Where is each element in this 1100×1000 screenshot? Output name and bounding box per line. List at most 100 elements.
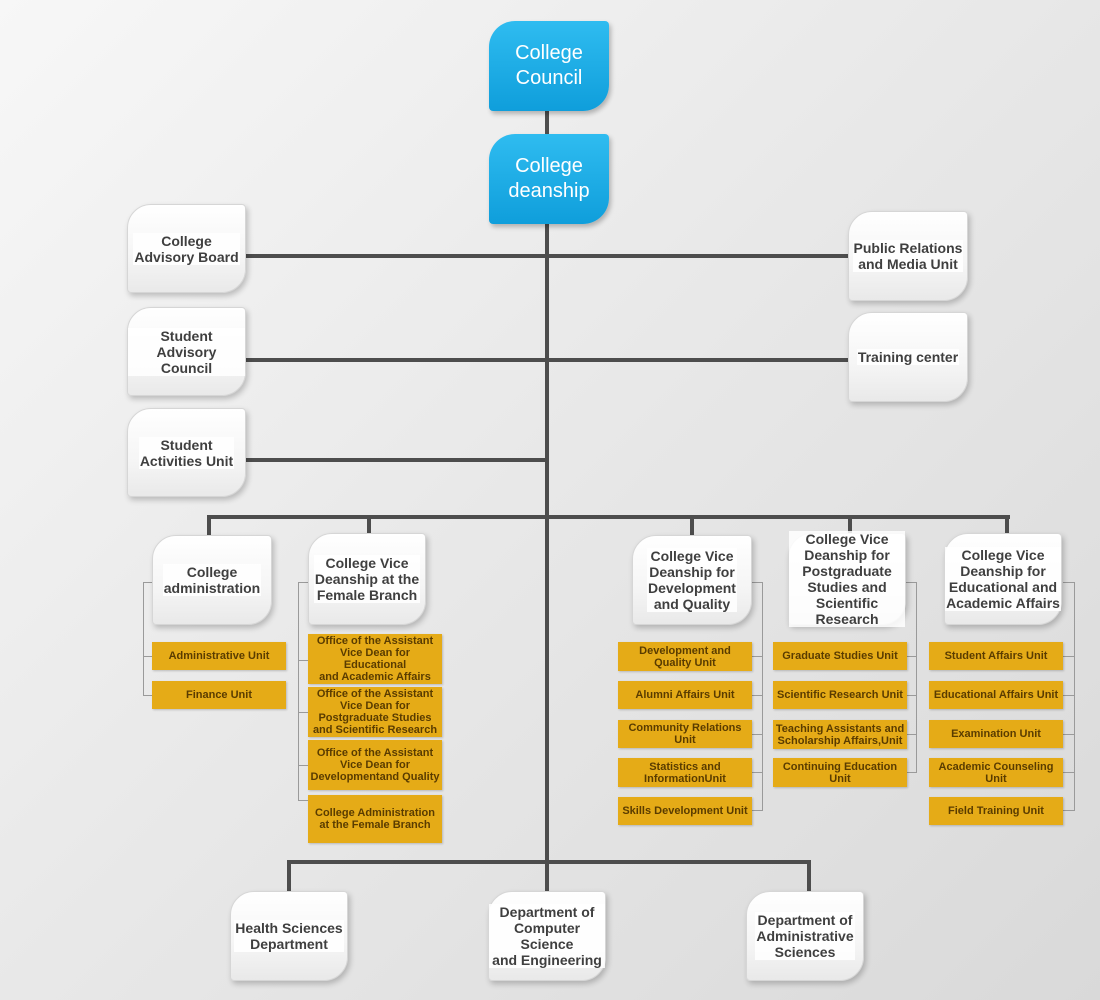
unit-box: Scientific Research Unit — [773, 681, 907, 709]
bracket-development-tick — [752, 695, 763, 696]
unit-label: Continuing Education Unit — [782, 760, 898, 785]
unit-label: Educational Affairs Unit — [933, 689, 1059, 701]
connector-drop-admin-sci — [807, 860, 811, 892]
unit-box: Finance Unit — [152, 681, 286, 709]
unit-label: Development and Quality Unit — [639, 644, 731, 669]
bracket-admin-top — [143, 582, 153, 583]
student-activities-label: Student Activities Unit — [138, 436, 235, 469]
branch-admin-label: College administration — [162, 564, 262, 596]
bracket-educational-tick — [1063, 695, 1075, 696]
bracket-admin-tick — [143, 695, 153, 696]
unit-box: Office of the Assistant Vice Dean for De… — [308, 740, 442, 790]
public-relations-label: Public Relations and Media Unit — [852, 240, 964, 272]
unit-box: Development and Quality Unit — [618, 642, 752, 671]
unit-box: College Administration at the Female Bra… — [308, 795, 442, 843]
training-center-box: Training center — [848, 312, 968, 402]
unit-label: Administrative Unit — [168, 650, 270, 662]
student-advisory-label: Student Advisory Council — [128, 327, 245, 376]
connector-row-advisory — [245, 254, 850, 258]
unit-box: Skills Development Unit — [618, 797, 752, 825]
unit-label: Finance Unit — [185, 689, 252, 701]
unit-label: Teaching Assistants and Scholarship Affa… — [775, 722, 905, 747]
unit-box: Statistics and InformationUnit — [618, 758, 752, 787]
connector-drop-health — [287, 860, 291, 892]
unit-box: Continuing Education Unit — [773, 758, 907, 787]
bracket-female-tick — [298, 712, 308, 713]
branch-female-label: College Vice Deanship at the Female Bran… — [313, 555, 421, 603]
unit-label: Student Affairs Unit — [944, 650, 1048, 662]
bracket-development-tick — [752, 810, 763, 811]
connector-dept-bar — [287, 860, 811, 864]
department-cs-box: Department of Computer Science and Engin… — [488, 891, 606, 981]
bracket-admin — [143, 582, 144, 696]
unit-label: Office of the Assistant Vice Dean for Ed… — [316, 635, 434, 683]
bracket-development-tick — [752, 656, 763, 657]
connector-spine — [545, 110, 549, 892]
bracket-development — [762, 582, 763, 810]
unit-box: Student Affairs Unit — [929, 642, 1063, 670]
bracket-educational-tick — [1063, 734, 1075, 735]
unit-box: Administrative Unit — [152, 642, 286, 670]
unit-box: Alumni Affairs Unit — [618, 681, 752, 709]
unit-label: Statistics and InformationUnit — [644, 760, 726, 785]
unit-box: Office of the Assistant Vice Dean for Ed… — [308, 634, 442, 684]
advisory-board-label: College Advisory Board — [133, 232, 240, 265]
public-relations-box: Public Relations and Media Unit — [848, 211, 968, 301]
bracket-educational — [1074, 582, 1075, 810]
branch-postgraduate-label: College Vice Deanship for Postgraduate S… — [789, 531, 905, 627]
unit-box: Teaching Assistants and Scholarship Affa… — [773, 720, 907, 749]
student-advisory-box: Student Advisory Council — [127, 307, 246, 396]
unit-label: College Administration at the Female Bra… — [315, 807, 435, 831]
connector-drop-female — [367, 515, 371, 535]
unit-box: Educational Affairs Unit — [929, 681, 1063, 709]
department-admin-sciences-label: Department of Administrative Sciences — [755, 912, 855, 960]
unit-label: Field Training Unit — [948, 805, 1044, 817]
branch-female-box: College Vice Deanship at the Female Bran… — [308, 533, 426, 625]
connector-branch-bar — [207, 515, 1010, 519]
unit-box: Community Relations Unit — [618, 720, 752, 748]
bracket-postgraduate-tick — [906, 734, 917, 735]
bracket-female — [298, 582, 299, 800]
department-cs-label: Department of Computer Science and Engin… — [489, 904, 605, 968]
bracket-development-tick — [752, 734, 763, 735]
unit-label: Alumni Affairs Unit — [635, 689, 735, 701]
bracket-educational-tick — [1063, 810, 1075, 811]
college-deanship-box: College deanship — [489, 134, 609, 224]
unit-label: Office of the Assistant Vice Dean for Po… — [312, 688, 438, 736]
unit-label: Academic Counseling Unit — [938, 760, 1054, 785]
branch-educational-label: College Vice Deanship for Educational an… — [945, 547, 1061, 611]
branch-development-label: College Vice Deanship for Development an… — [647, 548, 737, 612]
branch-postgraduate-box: College Vice Deanship for Postgraduate S… — [788, 531, 906, 627]
bracket-female-tick — [298, 765, 308, 766]
unit-label: Community Relations Unit — [628, 722, 742, 746]
college-council-label: College Council — [515, 42, 583, 89]
connector-drop-cs — [545, 860, 549, 892]
unit-box: Graduate Studies Unit — [773, 642, 907, 670]
department-health-box: Health Sciences Department — [230, 891, 348, 981]
unit-box: Examination Unit — [929, 720, 1063, 748]
department-admin-sciences-box: Department of Administrative Sciences — [746, 891, 864, 981]
unit-label: Examination Unit — [951, 728, 1041, 740]
department-health-label: Health Sciences Department — [234, 920, 344, 952]
bracket-admin-tick — [143, 656, 153, 657]
bracket-educational-tick — [1063, 656, 1075, 657]
bracket-female-tick — [298, 660, 308, 661]
bracket-female-top — [298, 582, 308, 583]
connector-drop-admin — [207, 515, 211, 537]
bracket-educational-tick — [1063, 772, 1075, 773]
unit-box: Field Training Unit — [929, 797, 1063, 825]
student-activities-box: Student Activities Unit — [127, 408, 246, 497]
connector-drop-educational — [1005, 515, 1009, 535]
bracket-development-tick — [752, 772, 763, 773]
unit-box: Office of the Assistant Vice Dean for Po… — [308, 687, 442, 737]
connector-drop-postgraduate — [848, 515, 852, 535]
unit-label: Skills Development Unit — [622, 805, 748, 817]
unit-box: Academic Counseling Unit — [929, 758, 1063, 787]
unit-label: Scientific Research Unit — [777, 689, 903, 701]
unit-label: Graduate Studies Unit — [782, 650, 898, 662]
bracket-postgraduate-tick — [906, 772, 917, 773]
bracket-postgraduate — [916, 582, 917, 772]
advisory-board-box: College Advisory Board — [127, 204, 246, 293]
branch-development-box: College Vice Deanship for Development an… — [632, 535, 752, 625]
